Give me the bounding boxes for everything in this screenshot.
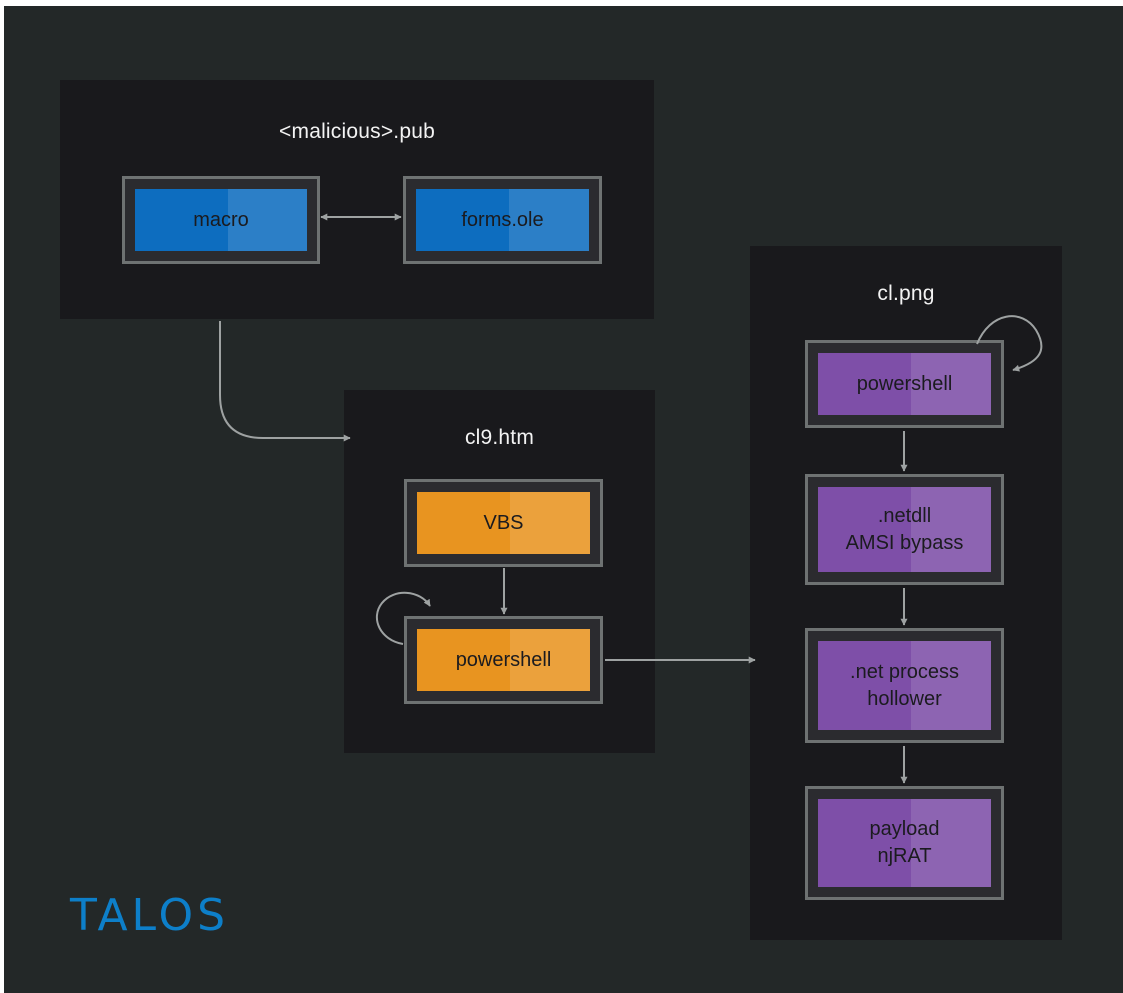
netdll-node: .netdll AMSI bypass	[805, 474, 1004, 585]
payload-node: payload njRAT	[805, 786, 1004, 900]
netdll-fill: .netdll AMSI bypass	[818, 487, 991, 572]
cl9-htm-title: cl9.htm	[464, 426, 535, 449]
powershell-png-node: powershell	[805, 340, 1004, 428]
vbs-fill: VBS	[417, 492, 590, 554]
vbs-label: VBS	[483, 511, 524, 534]
powershell-htm-label: powershell	[455, 648, 552, 671]
netdll-line2: AMSI bypass	[845, 531, 964, 554]
forms-ole-node: forms.ole	[403, 176, 602, 264]
hollower-line1: .net process	[850, 660, 959, 683]
powershell-png-label: powershell	[856, 372, 953, 395]
cl-png-title: cl.png	[877, 282, 935, 305]
netdll-line1: .netdll	[877, 504, 932, 527]
macro-node: macro	[122, 176, 320, 264]
malicious-pub-panel: <malicious>.pub macro forms.ole	[60, 80, 654, 319]
hollower-line2: hollower	[867, 687, 942, 710]
powershell-htm-fill: powershell	[417, 629, 590, 691]
payload-line2: njRAT	[877, 845, 932, 867]
cl9-htm-panel: cl9.htm VBS powershell	[344, 390, 655, 753]
vbs-node: VBS	[404, 479, 603, 567]
forms-ole-fill: forms.ole	[416, 189, 589, 251]
hollower-node: .net process hollower	[805, 628, 1004, 743]
forms-ole-label: forms.ole	[461, 208, 544, 231]
powershell-png-fill: powershell	[818, 353, 991, 415]
hollower-fill: .net process hollower	[818, 641, 991, 730]
powershell-htm-node: powershell	[404, 616, 603, 704]
cl-png-panel: cl.png powershell .netdll AMSI bypass .n…	[750, 246, 1062, 940]
macro-label: macro	[193, 208, 249, 231]
payload-fill: payload njRAT	[818, 799, 991, 887]
macro-fill: macro	[135, 189, 307, 251]
payload-line1: payload	[869, 818, 940, 840]
malicious-pub-title: <malicious>.pub	[279, 120, 435, 143]
talos-logo: TALOS	[70, 890, 230, 941]
